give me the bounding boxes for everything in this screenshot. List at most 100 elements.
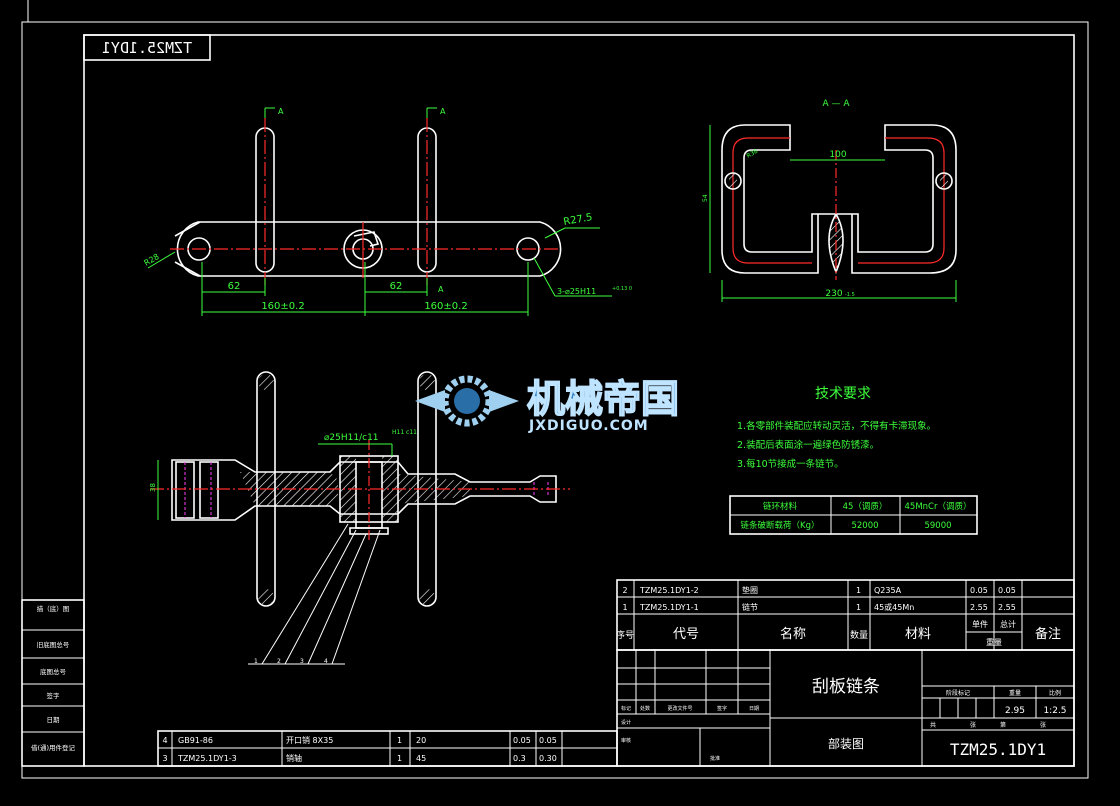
svg-text:A: A xyxy=(440,107,446,116)
outer-frame xyxy=(21,21,1089,779)
balloon-3: 3 xyxy=(300,658,304,665)
dim-160-right: 160±0.2 xyxy=(424,301,467,312)
svg-text:45（调质）: 45（调质） xyxy=(843,501,888,512)
tech-title: 技术要求 xyxy=(815,386,871,402)
drawing-code: TZM25.1DY1 xyxy=(950,740,1046,759)
svg-text:0.05: 0.05 xyxy=(998,586,1016,595)
tech-item-3: 3.每10节接成一条链节。 xyxy=(737,458,844,470)
drawing-name: 刮板链条 xyxy=(812,677,880,697)
svg-text:描（底）图: 描（底）图 xyxy=(37,604,70,613)
assembly-outline xyxy=(171,459,557,521)
svg-text:阶段标记: 阶段标记 xyxy=(946,689,970,697)
dim-100: 100 xyxy=(829,150,846,160)
svg-text:52000: 52000 xyxy=(851,521,878,531)
svg-text:TZM25.1DY1-2: TZM25.1DY1-2 xyxy=(639,586,699,595)
svg-text:标记: 标记 xyxy=(621,705,631,712)
svg-text:更改文件号: 更改文件号 xyxy=(667,705,692,712)
svg-text:0.05: 0.05 xyxy=(970,586,988,595)
svg-text:链环材料: 链环材料 xyxy=(763,501,798,512)
svg-text:2.55: 2.55 xyxy=(998,603,1016,612)
bom-header-name: 名称 xyxy=(780,626,806,642)
weight-value: 2.95 xyxy=(1005,706,1025,716)
svg-text:重量: 重量 xyxy=(986,637,1002,647)
watermark: 机械帝国 JXDIGUO.COM xyxy=(415,375,680,434)
svg-text:签字: 签字 xyxy=(47,691,61,700)
svg-text:Q235A: Q235A xyxy=(874,586,902,595)
svg-text:第: 第 xyxy=(1000,721,1006,729)
link-body-outline xyxy=(176,221,562,277)
dim-230: 230 xyxy=(825,289,842,299)
watermark-title: 机械帝国 xyxy=(527,377,679,421)
svg-text:-1.5: -1.5 xyxy=(845,292,855,298)
dim-fit: ⌀25H11/c11 xyxy=(324,433,379,443)
right-link-section xyxy=(935,172,953,190)
bom-header-code: 代号 xyxy=(673,627,699,642)
mirrored-code-text: TZM25.1DY1 xyxy=(102,39,192,57)
section-centerline xyxy=(732,137,945,264)
material-table: 链环材料 45（调质） 45MnCr（调质） 链条破断载荷（Kg） 52000 … xyxy=(729,495,978,535)
svg-text:1: 1 xyxy=(622,603,627,612)
svg-text:比例: 比例 xyxy=(1049,689,1061,697)
bom-lower: 4 GB91-86 开口销 8X35 1 20 0.05 0.05 3 TZM2… xyxy=(157,730,618,767)
title-block: 标记 处数 更改文件号 签字 日期 设计 审核 批准 刮板链条 部装图 阶段标记… xyxy=(616,649,1075,767)
svg-text:日期: 日期 xyxy=(749,706,759,712)
svg-text:垫圈: 垫圈 xyxy=(742,585,758,595)
svg-text:重量: 重量 xyxy=(1009,689,1021,697)
svg-text:1: 1 xyxy=(397,736,402,745)
left-strip: 描（底）图 旧底图总号 底图总号 签字 日期 借(通)用件登记 xyxy=(21,599,85,767)
svg-text:批准: 批准 xyxy=(710,755,720,762)
svg-text:日期: 日期 xyxy=(47,716,61,724)
svg-text:45: 45 xyxy=(416,754,426,763)
svg-text:共: 共 xyxy=(930,721,936,729)
svg-text:张: 张 xyxy=(1040,721,1046,729)
balloon-1: 1 xyxy=(254,658,258,665)
svg-text:0.30: 0.30 xyxy=(539,754,557,763)
svg-text:签字: 签字 xyxy=(717,705,727,712)
svg-text:0.05: 0.05 xyxy=(539,736,557,745)
drawing-type: 部装图 xyxy=(828,736,864,751)
svg-text:借(通)用件登记: 借(通)用件登记 xyxy=(31,743,76,752)
svg-text:底图总号: 底图总号 xyxy=(40,667,67,676)
svg-text:2: 2 xyxy=(622,586,627,595)
dim-160-left: 160±0.2 xyxy=(261,301,304,312)
scale-value: 1:2.5 xyxy=(1043,706,1066,716)
svg-text:数量: 数量 xyxy=(850,629,868,641)
svg-text:59000: 59000 xyxy=(924,521,951,531)
assembly-section-view: 38 ⌀25H11/c11 H11 c11 1 2 3 4 xyxy=(149,371,570,665)
svg-text:链节: 链节 xyxy=(742,602,758,612)
svg-text:54: 54 xyxy=(702,194,709,202)
svg-text:TZM25.1DY1-1: TZM25.1DY1-1 xyxy=(639,603,699,612)
svg-text:45MnCr（调质）: 45MnCr（调质） xyxy=(905,501,972,512)
svg-text:A: A xyxy=(278,107,284,116)
svg-text:销轴: 销轴 xyxy=(286,753,302,763)
svg-text:审核: 审核 xyxy=(621,737,631,744)
svg-text:38: 38 xyxy=(149,483,157,492)
bom-header-no: 序号 xyxy=(616,629,634,641)
dim-62-left: 62 xyxy=(228,281,241,292)
svg-text:A: A xyxy=(438,285,444,294)
svg-text:设计: 设计 xyxy=(621,719,631,726)
dim-62-right: 62 xyxy=(390,281,403,292)
section-label-aa: A — A xyxy=(822,99,850,109)
top-view: A A A 62 62 160±0.2 160±0.2 R27.5 R28 3-… xyxy=(143,107,632,316)
dim-r27: R27.5 xyxy=(563,212,594,228)
tech-item-2: 2.装配后表面涂一遍绿色防锈漆。 xyxy=(737,439,879,451)
svg-text:0.05: 0.05 xyxy=(513,736,531,745)
bom-header-remark: 备注 xyxy=(1035,626,1061,642)
svg-text:1: 1 xyxy=(856,603,861,612)
svg-text:20: 20 xyxy=(416,736,426,745)
left-link-section xyxy=(724,172,742,190)
svg-text:TZM25.1DY1-3: TZM25.1DY1-3 xyxy=(177,754,237,763)
balloon-2: 2 xyxy=(277,658,281,665)
svg-text:H11 c11: H11 c11 xyxy=(392,429,417,436)
svg-text:单件: 单件 xyxy=(972,619,988,629)
svg-text:处数: 处数 xyxy=(640,705,650,712)
watermark-url: JXDIGUO.COM xyxy=(528,418,649,434)
bom-header-mat: 材料 xyxy=(905,627,931,642)
svg-text:总计: 总计 xyxy=(1000,619,1016,629)
tech-item-1: 1.各零部件装配应转动灵活，不得有卡滞现象。 xyxy=(737,420,936,432)
link-section-outline xyxy=(721,124,957,274)
svg-text:3: 3 xyxy=(162,754,167,763)
